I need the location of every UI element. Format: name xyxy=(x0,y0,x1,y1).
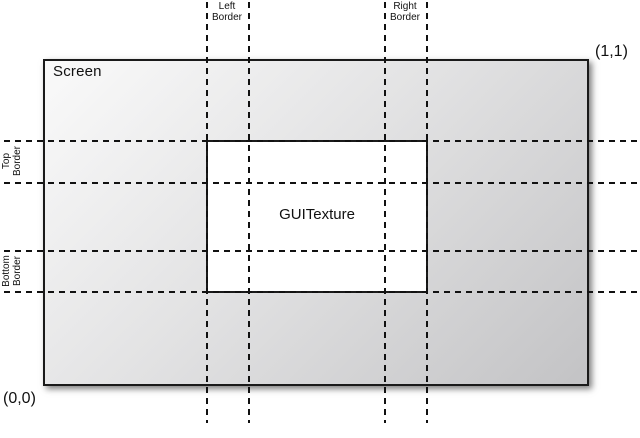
left-border-label: Left Border xyxy=(196,1,258,23)
right-border-label: Right Border xyxy=(374,1,436,23)
top-border-label: Top Border xyxy=(1,139,35,183)
guitexture-rect xyxy=(206,140,428,293)
guitexture-label: GUITexture xyxy=(279,206,355,223)
bottom-border-label-line2: Border xyxy=(12,256,23,287)
coord-top-right: (1,1) xyxy=(595,43,628,60)
top-border-inner-line xyxy=(4,182,638,184)
right-border-outer-line xyxy=(426,2,428,423)
left-border-outer-line xyxy=(206,2,208,423)
right-border-label-line1: Right xyxy=(393,1,417,12)
left-border-label-line2: Border xyxy=(211,12,242,23)
top-border-label-line2: Border xyxy=(12,146,23,177)
left-border-label-line1: Left xyxy=(218,1,236,12)
left-border-inner-line xyxy=(248,2,250,423)
bottom-border-label-line1: Bottom xyxy=(1,255,12,287)
bottom-border-inner-line xyxy=(4,250,638,252)
bottom-border-label: Bottom Border xyxy=(1,249,35,293)
screen-label: Screen xyxy=(53,63,102,80)
top-border-outer-line xyxy=(4,140,638,142)
right-border-label-line2: Border xyxy=(389,12,420,23)
right-border-inner-line xyxy=(384,2,386,423)
coord-bottom-left: (0,0) xyxy=(3,390,36,407)
bottom-border-outer-line xyxy=(4,291,638,293)
top-border-label-line1: Top xyxy=(1,152,12,170)
